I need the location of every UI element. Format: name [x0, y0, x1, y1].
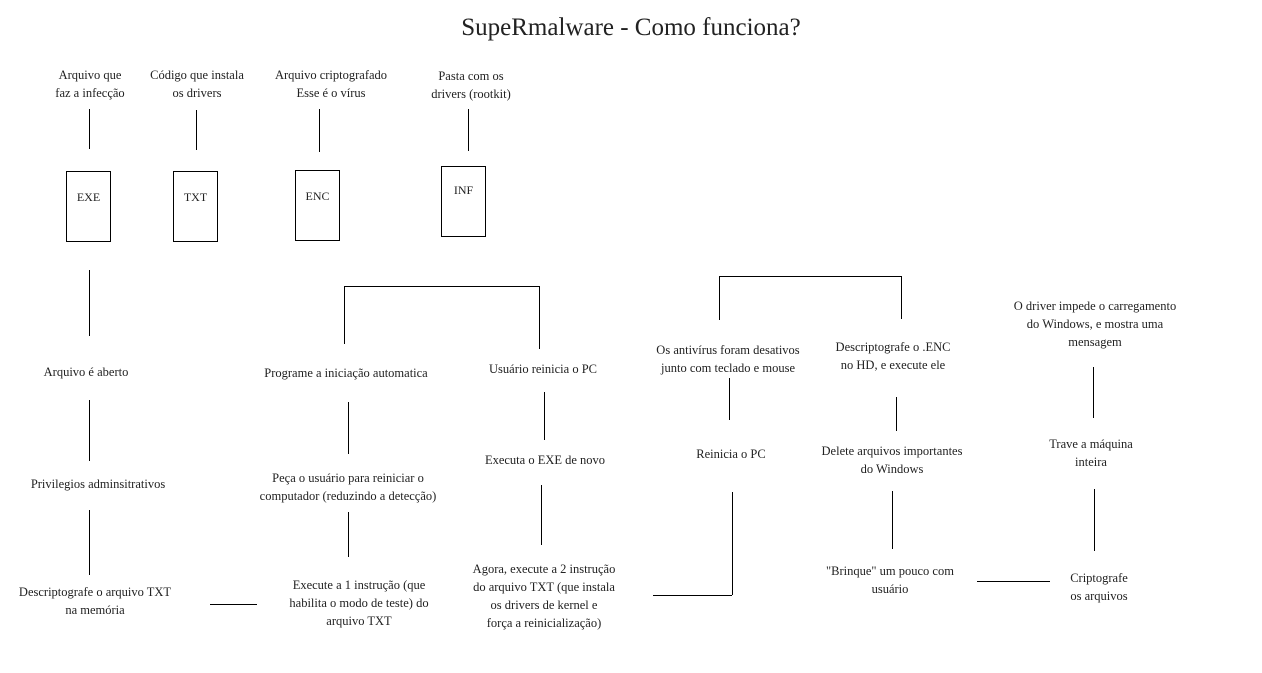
step-encrypt-files: Criptografe os arquivos	[1070, 571, 1128, 603]
step-exec2: Agora, execute a 2 instrução do arquivo …	[472, 562, 616, 630]
step-user-restart: Usuário reinicia o PC	[489, 362, 597, 376]
connector	[653, 595, 732, 596]
connector	[1093, 367, 1094, 418]
step-autostart: Programe a iniciação automatica	[264, 366, 428, 380]
bracket	[719, 276, 901, 277]
connector	[1094, 489, 1095, 551]
step-decrypt-enc: Descriptografe o .ENC no HD, e execute e…	[835, 340, 951, 372]
connector	[729, 378, 730, 420]
connector	[732, 492, 733, 595]
file-box-enc: ENC	[295, 170, 340, 241]
step-admin: Privilegios adminsitrativos	[30, 477, 166, 491]
file-label: INF	[453, 183, 474, 197]
connector	[977, 581, 1050, 582]
connector	[210, 604, 257, 605]
connector	[89, 109, 90, 149]
caption-enc: Arquivo criptografado Esse é o vírus	[274, 68, 388, 100]
file-label: EXE	[76, 190, 101, 204]
connector	[319, 109, 320, 152]
step-opened: Arquivo é aberto	[43, 365, 129, 379]
step-driver-block: O driver impede o carregamento do Window…	[1013, 299, 1177, 349]
connector	[196, 110, 197, 150]
bracket	[344, 286, 539, 287]
file-label: ENC	[305, 189, 330, 203]
caption-exe: Arquivo que faz a infecção	[55, 68, 125, 100]
step-restart-pc: Reinicia o PC	[696, 447, 766, 461]
connector	[468, 109, 469, 151]
connector	[541, 485, 542, 545]
step-ask-restart: Peça o usuário para reiniciar o computad…	[259, 471, 437, 503]
step-decrypt-txt: Descriptografe o arquivo TXT na memória	[18, 585, 172, 617]
connector	[348, 512, 349, 557]
step-play-user: "Brinque" um pouco com usuário	[826, 564, 954, 596]
connector	[892, 491, 893, 549]
step-exec-exe-again: Executa o EXE de novo	[484, 453, 606, 467]
caption-inf: Pasta com os drivers (rootkit)	[431, 69, 511, 101]
step-exec1: Execute a 1 instrução (que habilita o mo…	[289, 578, 429, 628]
step-lock-machine: Trave a máquina inteira	[1049, 437, 1133, 469]
step-av-disabled: Os antivírus foram desativos junto com t…	[656, 343, 800, 375]
file-box-exe: EXE	[66, 171, 111, 242]
connector	[896, 397, 897, 431]
file-box-txt: TXT	[173, 171, 218, 242]
connector	[348, 402, 349, 454]
file-box-inf: INF	[441, 166, 486, 237]
connector	[544, 392, 545, 440]
diagram-title: SupeRmalware - Como funciona?	[461, 14, 801, 41]
file-label: TXT	[183, 190, 208, 204]
connector	[89, 510, 90, 575]
connector	[89, 400, 90, 461]
step-delete-files: Delete arquivos importantes do Windows	[821, 444, 963, 476]
caption-txt: Código que instala os drivers	[150, 68, 244, 100]
connector	[719, 276, 720, 320]
connector	[901, 276, 902, 319]
connector	[539, 286, 540, 349]
connector	[89, 270, 90, 336]
connector	[344, 286, 345, 344]
